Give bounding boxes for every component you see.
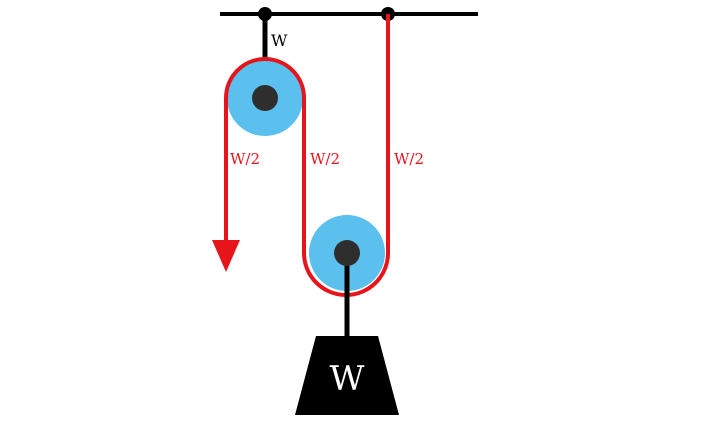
right-segment-tension-label: W/2 [394, 150, 424, 168]
anchor-tension-label: W [271, 31, 288, 50]
free-end-tension-label: W/2 [230, 150, 260, 168]
load-weight [295, 336, 399, 415]
anchor-point-left [258, 7, 272, 21]
load-label: W [330, 359, 365, 399]
pull-arrow-head [212, 240, 240, 272]
bottom-pulley-axle [334, 240, 360, 266]
top-pulley-axle [252, 85, 278, 111]
rope [224, 14, 390, 297]
middle-segment-tension-label: W/2 [310, 150, 340, 168]
